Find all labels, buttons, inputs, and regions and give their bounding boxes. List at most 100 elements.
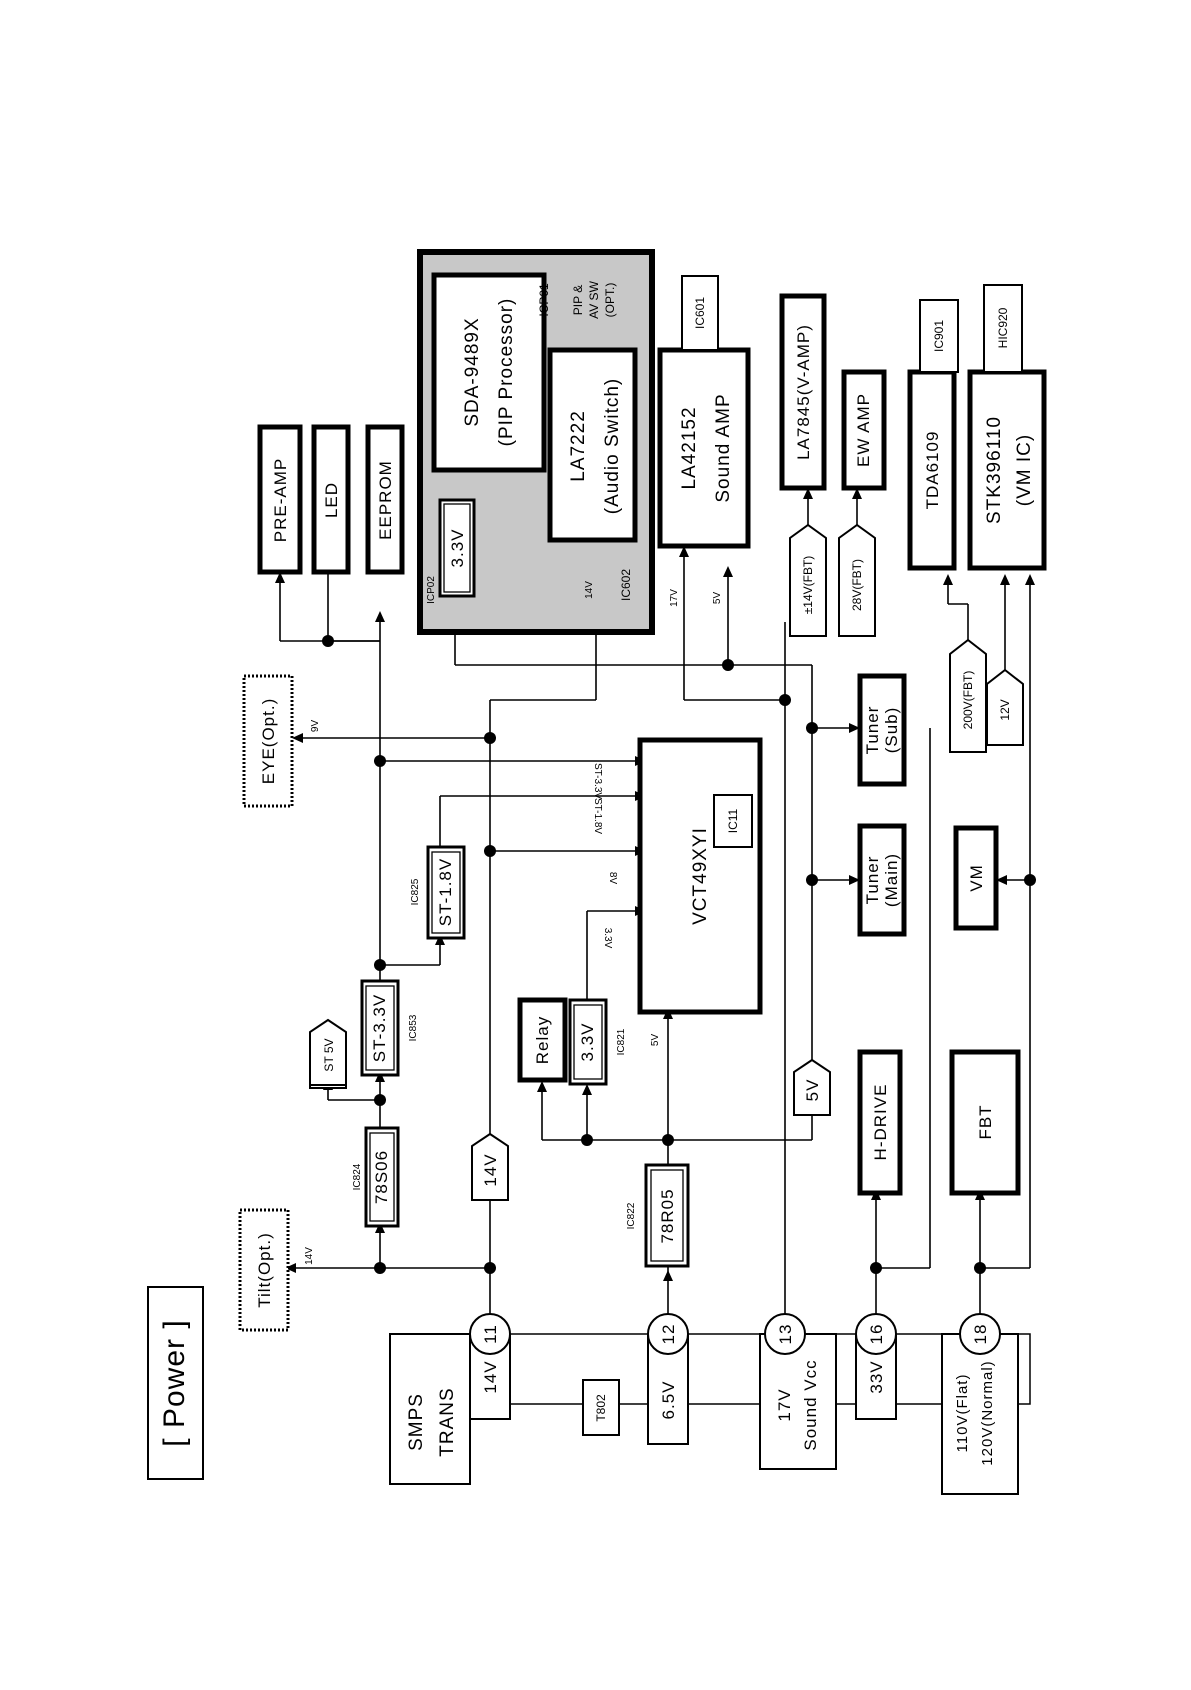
st18-box xyxy=(426,845,466,940)
arrow-la7845 xyxy=(803,488,813,499)
audio-sw-label: (Audio Switch) xyxy=(602,378,623,515)
vct-5v-label: 5V xyxy=(650,1034,661,1047)
tilt-label: Tilt(Opt.) xyxy=(255,1232,274,1307)
title: [ Power ] xyxy=(158,1319,191,1446)
pin13-volt2: Sound Vcc xyxy=(801,1359,820,1450)
st33-box xyxy=(360,979,400,1077)
reg-78r05-label: 78R05 xyxy=(658,1188,677,1243)
la42152-label: LA42152 xyxy=(679,406,700,489)
fbt14-label: ±14V(FBT) xyxy=(801,556,815,615)
tuner-sub-box xyxy=(857,673,907,787)
trans-label: TRANS xyxy=(437,1387,458,1456)
tuner-main-box xyxy=(857,823,907,937)
v12-label: 12V xyxy=(998,699,1012,720)
arrow-ic821 xyxy=(582,1084,592,1095)
led-box xyxy=(311,424,351,575)
v14-shape xyxy=(471,1132,509,1201)
sda-label: SDA-9489X xyxy=(462,317,483,426)
la42152-5v: 5V xyxy=(712,592,723,605)
st5v-label: ST 5V xyxy=(322,1038,336,1071)
eeprom-box xyxy=(365,424,405,575)
icp02-v: 3.3V xyxy=(448,529,467,568)
fbt-label: FBT xyxy=(976,1104,995,1139)
eye-box xyxy=(242,674,294,808)
eeprom-label: EEPROM xyxy=(376,460,395,540)
reg-78s06-label: 78S06 xyxy=(372,1150,391,1204)
t802-box xyxy=(582,1379,620,1436)
ic821-reg: 3.3V xyxy=(578,1023,597,1062)
ic601-label: IC601 xyxy=(693,297,707,329)
pin11-num: 11 xyxy=(481,1324,500,1344)
v12-shape xyxy=(986,668,1024,746)
hic920-label: HIC920 xyxy=(996,307,1010,348)
fbt28-label: 28V(FBT) xyxy=(850,559,864,611)
hic920-box xyxy=(983,284,1023,373)
vm-label: VM xyxy=(967,864,986,892)
eye-label: EYE(Opt.) xyxy=(259,698,278,784)
la7222-box xyxy=(547,347,638,543)
ic822-label: IC822 xyxy=(626,1202,637,1229)
tuner-main-1: Tuner xyxy=(863,856,882,905)
ewamp-box xyxy=(841,369,887,491)
tuner-main-2: (Main) xyxy=(882,853,901,907)
ic901-label: IC901 xyxy=(932,320,946,352)
pin13-num: 13 xyxy=(776,1324,795,1345)
led-label: LED xyxy=(322,482,341,518)
reg-78r05-box xyxy=(644,1163,690,1268)
hdrive-label: H-DRIVE xyxy=(871,1084,890,1161)
tda-label: TDA6109 xyxy=(923,431,942,510)
icp02-label: ICP02 xyxy=(426,576,437,604)
la42152-17v: 17V xyxy=(669,589,680,607)
arrow-78r05 xyxy=(663,1270,673,1281)
arrow-preamp xyxy=(275,572,285,583)
pin16-num: 16 xyxy=(867,1324,886,1345)
fbt200-label: 200V(FBT) xyxy=(961,671,975,730)
pin13-volt-box xyxy=(759,1333,837,1470)
tilt-v: 14V xyxy=(304,1247,315,1265)
st18-label: ST-1.8V xyxy=(436,858,455,926)
pin18-volt2: 120V(Normal) xyxy=(979,1360,996,1465)
ic601-box xyxy=(681,275,719,351)
pin18-num: 18 xyxy=(971,1324,990,1345)
arrow-tuner-main xyxy=(849,875,860,885)
arrow-relay xyxy=(537,1081,547,1092)
fbt-box xyxy=(949,1049,1021,1196)
title-box xyxy=(147,1286,204,1480)
stk-label: STK396110 xyxy=(984,416,1005,524)
ewamp-label: EW AMP xyxy=(854,393,873,467)
vm-box xyxy=(953,825,999,931)
ic11-label: IC11 xyxy=(726,808,740,833)
arrow-tilt xyxy=(285,1263,296,1273)
v5-shape xyxy=(793,1058,831,1116)
vct-st33-label: ST-3.3V xyxy=(592,763,603,799)
pin16-volt: 33V xyxy=(867,1360,886,1393)
fbt200-shape xyxy=(949,638,987,753)
arrow-tuner-sub xyxy=(849,723,860,733)
preamp-label: PRE-AMP xyxy=(271,458,290,542)
ic602-label: IC602 xyxy=(619,569,633,601)
arrow-eye xyxy=(292,733,303,743)
preamp-box xyxy=(257,424,303,575)
relay-box xyxy=(517,997,568,1083)
tda-box xyxy=(907,369,957,571)
pip-sw-1: PIP & xyxy=(571,285,585,315)
la7222-v-label: 14V xyxy=(584,581,595,599)
arrow-la42152-17v xyxy=(679,546,689,557)
vct-8v-label: 8V xyxy=(607,872,618,885)
ic853-label: IC853 xyxy=(408,1014,419,1041)
smps-box xyxy=(389,1333,471,1485)
ic821-box xyxy=(568,998,608,1086)
v14-label: 14V xyxy=(481,1153,500,1186)
wires xyxy=(279,492,1031,1314)
tuner-sub-1: Tuner xyxy=(863,706,882,755)
arrow-stk1 xyxy=(1000,574,1010,585)
pin11-volt: 14V xyxy=(481,1360,500,1393)
ic11-box xyxy=(713,794,753,848)
icp01-label: ICP01 xyxy=(537,283,551,317)
eye-v: 9V xyxy=(310,720,321,733)
pin12-volt: 6.5V xyxy=(659,1381,678,1420)
fbt14-shape xyxy=(789,523,827,637)
vct-box xyxy=(637,737,763,1015)
